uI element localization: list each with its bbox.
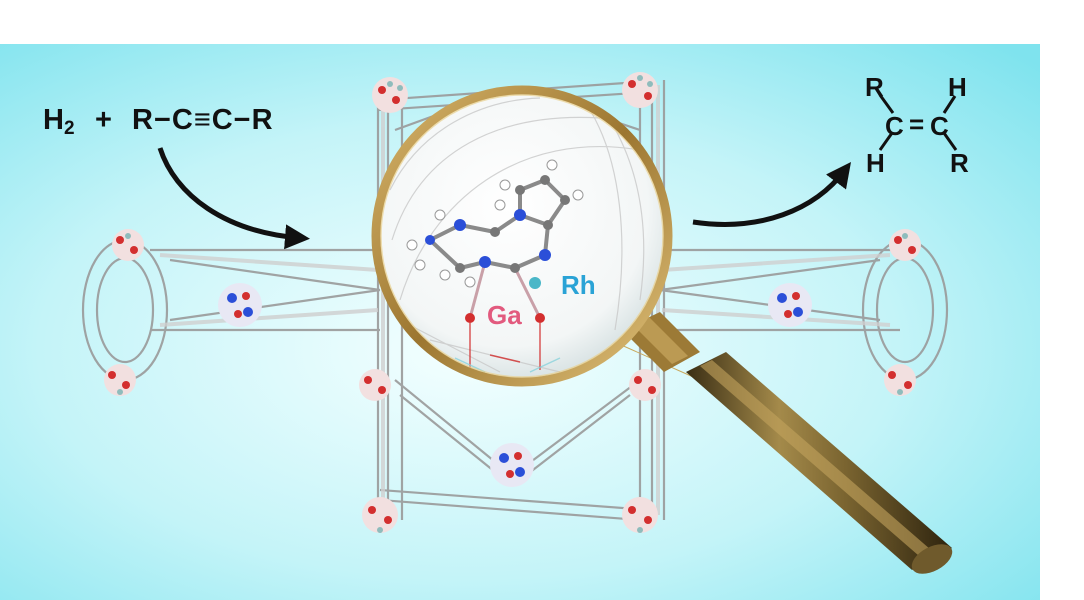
product-double-bond: = [909, 109, 925, 139]
reactant-alkyne: R−C≡C−R [132, 104, 274, 136]
gallium-label: Ga [487, 300, 522, 330]
cluster-node-mid-left [359, 369, 391, 401]
cluster-node-top-left [372, 77, 408, 113]
molecule-complex [406, 159, 584, 373]
magnifier-handle [609, 312, 953, 574]
cluster-node-right [889, 229, 921, 261]
product-r-top: R [865, 72, 884, 102]
product-h-top: H [948, 72, 967, 102]
cluster-node-center-bottom [490, 443, 534, 487]
cluster-node-mid-right [629, 369, 661, 401]
plus-sign: + [95, 104, 112, 136]
outgoing-arrow [692, 162, 852, 227]
rhodium-label: Rh [561, 270, 596, 300]
cluster-node-left [112, 229, 144, 261]
cluster-node-center-right [768, 283, 812, 327]
cluster-node-right-bottom [884, 364, 916, 396]
product-alkene [878, 94, 958, 151]
reactant-hydrogen: H2 [43, 104, 75, 139]
product-c-right: C [930, 111, 949, 141]
product-r-bottom: R [950, 148, 969, 178]
product-c-left: C [885, 111, 904, 141]
magnifier-lens [371, 85, 673, 387]
cluster-node-bottom-left [362, 497, 398, 533]
cluster-nodes [104, 72, 921, 533]
cluster-node-left-bottom [104, 364, 136, 396]
product-h-bottom: H [866, 148, 885, 178]
cluster-node-center-left [218, 283, 262, 327]
incoming-arrow [157, 147, 310, 250]
cluster-node-bottom-right [622, 497, 658, 533]
cluster-node-top-right [622, 72, 658, 108]
